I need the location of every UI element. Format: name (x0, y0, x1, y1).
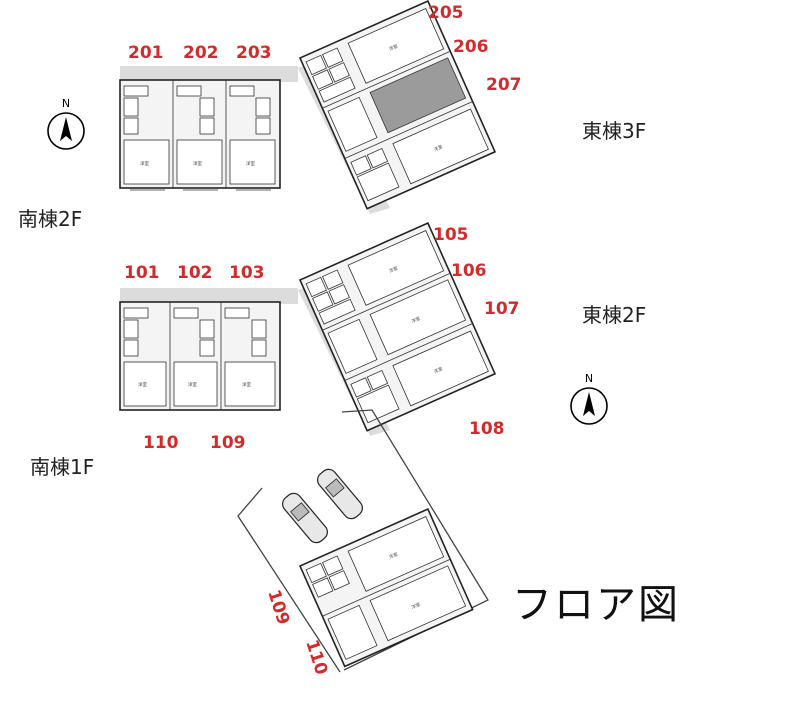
building-label-south-2f: 南棟2F (18, 207, 82, 231)
svg-text:洋室: 洋室 (193, 160, 202, 167)
svg-text:N: N (585, 372, 593, 385)
svg-text:洋室: 洋室 (188, 381, 197, 388)
unit-number: 102 (177, 263, 213, 283)
unit-number: 109 (210, 433, 246, 453)
building-label-east-2f: 東棟2F (582, 303, 646, 327)
svg-text:洋室: 洋室 (140, 160, 149, 167)
unit-number: 110 (143, 433, 179, 453)
north-compass-icon: N (570, 372, 608, 425)
east-building-3f-plan: 洋室 洋室 (298, 0, 497, 214)
unit-number: 207 (486, 75, 522, 95)
car-icon (317, 468, 363, 520)
svg-text:洋室: 洋室 (410, 315, 422, 325)
building-label-east-3f: 東棟3F (582, 119, 646, 143)
svg-text:洋室: 洋室 (433, 143, 445, 153)
east-building-2f-plan: 洋室 洋室 洋室 (298, 222, 497, 436)
unit-number: 203 (236, 43, 272, 63)
unit-number: 106 (451, 261, 487, 281)
page-title: フロア図 (512, 582, 680, 628)
south-building-1f-plan: 洋室 洋室 洋室 (119, 288, 298, 411)
unit-number: 206 (453, 37, 489, 57)
unit-number: 103 (229, 263, 265, 283)
annex-and-parking: 洋室 洋室 (237, 409, 489, 673)
unit-number: 101 (124, 263, 160, 283)
svg-text:洋室: 洋室 (388, 42, 400, 52)
unit-number: 108 (469, 419, 505, 439)
svg-text:洋室: 洋室 (388, 264, 400, 274)
building-label-south-1f: 南棟1F (30, 455, 94, 479)
svg-text:洋室: 洋室 (246, 160, 255, 167)
svg-text:洋室: 洋室 (433, 365, 445, 375)
unit-number: 105 (433, 225, 469, 245)
north-compass-icon: N (47, 97, 85, 150)
unit-number: 202 (183, 43, 219, 63)
car-icon (282, 492, 328, 544)
unit-number: 205 (428, 3, 464, 23)
svg-text:洋室: 洋室 (410, 601, 422, 611)
south-building-2f-plan: 洋室 洋室 洋室 (119, 66, 298, 191)
svg-text:N: N (62, 97, 70, 110)
unit-number: 107 (484, 299, 520, 319)
svg-text:洋室: 洋室 (388, 550, 400, 560)
unit-number: 110 (301, 637, 331, 677)
svg-text:洋室: 洋室 (242, 381, 251, 388)
svg-text:洋室: 洋室 (138, 381, 147, 388)
unit-number: 201 (128, 43, 164, 63)
